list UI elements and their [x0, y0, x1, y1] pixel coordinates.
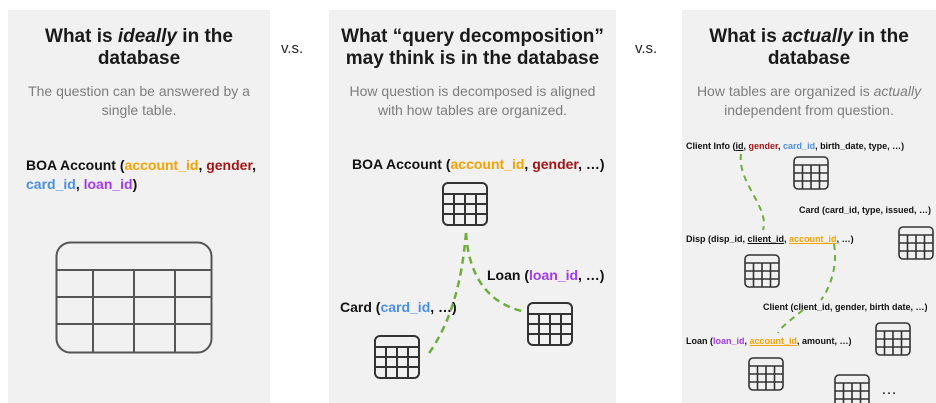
loan-label: Loan (loan_id, account_id, amount, …)	[686, 336, 852, 346]
column-card-id: card_id	[783, 141, 816, 151]
column-gender: gender	[532, 156, 579, 172]
loan-table-icon	[527, 302, 573, 346]
client-label: Client (client_id, gender, birth date, ……	[763, 302, 928, 312]
table-name: BOA Account	[26, 157, 116, 173]
table-name: Client Info (	[686, 141, 736, 151]
punct: (	[115, 157, 125, 173]
title-line: may think is in the database	[345, 48, 600, 69]
more-tables-ellipsis: …	[881, 381, 897, 398]
dashed-link	[739, 153, 836, 334]
column-card-id: card_id	[380, 299, 431, 315]
column-loan-id: loan_id	[713, 336, 745, 346]
punct: )	[132, 176, 138, 192]
client-table-icon	[875, 322, 911, 356]
panel-actual: What is actually in the database How tab…	[682, 10, 936, 403]
panel-actual-title: What is actually in the database	[682, 26, 936, 70]
column-client-id: client_id	[747, 234, 785, 244]
title-text: in the database	[767, 26, 909, 69]
punct: ,	[743, 141, 749, 151]
table-name: Loan (	[686, 336, 713, 346]
vs-label: v.s.	[281, 40, 304, 57]
panel-ideal: What is ideally in the database The ques…	[8, 10, 270, 403]
card-table-icon	[374, 335, 420, 379]
title-line: What “query decomposition”	[341, 26, 604, 47]
client-info-table-icon	[793, 156, 829, 190]
card-label: Card (card_id, …)	[340, 299, 457, 315]
boa-account-label: BOA Account (account_id, gender,card_id,…	[26, 156, 266, 194]
vs-label: v.s.	[635, 40, 658, 57]
client-info-label: Client Info (id, gender, card_id, birth_…	[686, 141, 904, 151]
column-card-id: card_id	[26, 176, 76, 192]
punct: ,	[524, 156, 533, 172]
punct: ,	[198, 157, 207, 173]
column-gender: gender	[748, 141, 779, 151]
title-text: in the database	[97, 26, 233, 69]
extra-table-icon	[834, 374, 870, 403]
punct: , …)	[430, 299, 457, 315]
subtitle-emphasis: actually	[873, 83, 922, 99]
punct: , amount, …)	[797, 336, 852, 346]
loan-table-icon	[748, 357, 784, 391]
disp-label: Disp (disp_id, client_id, account_id, …)	[686, 234, 854, 244]
disp-table-icon	[744, 254, 780, 288]
punct: , …)	[578, 156, 605, 172]
column-loan-id: loan_id	[83, 176, 133, 192]
column-id: id	[735, 141, 744, 151]
panel-query-decomposition: What “query decomposition” may think is …	[329, 10, 616, 403]
card-label: Card (card_id, type, issued, …)	[799, 205, 932, 215]
punct: ,	[778, 141, 784, 151]
punct: ,	[744, 336, 750, 346]
punct: ,	[75, 176, 84, 192]
punct: , …)	[578, 267, 605, 283]
punct: ,	[252, 157, 257, 173]
panel-ideal-title: What is ideally in the database	[8, 26, 270, 70]
punct: , …)	[836, 234, 854, 244]
table-name: Loan (	[487, 267, 529, 283]
panel-qd-subtitle: How question is decomposed is aligned wi…	[349, 83, 596, 118]
table-name: BOA Account (	[352, 156, 451, 172]
column-account-id: account_id	[124, 157, 199, 173]
subtitle-text: How tables are organized is	[696, 83, 874, 99]
title-text: What is	[709, 26, 783, 47]
loan-label: Loan (loan_id, …)	[487, 267, 604, 283]
panel-actual-subtitle: How tables are organized is actually ind…	[682, 82, 936, 120]
subtitle-text: independent from question.	[724, 102, 894, 118]
dashed-link	[425, 232, 527, 357]
boa-account-label: BOA Account (account_id, gender, …)	[352, 156, 605, 172]
column-account-id: account_id	[789, 234, 837, 244]
punct: , birth_date, type, …)	[815, 141, 905, 151]
table-name: Disp (disp_id,	[686, 234, 748, 244]
column-account-id: account_id	[450, 156, 525, 172]
column-gender: gender	[206, 157, 253, 173]
punct: ,	[784, 234, 790, 244]
panel-ideal-subtitle: The question can be answered by a single…	[28, 83, 250, 118]
title-emphasis: ideally	[117, 26, 178, 47]
large-table-icon	[55, 241, 213, 354]
boa-table-icon	[442, 182, 488, 226]
column-account-id: account_id	[749, 336, 798, 346]
card-table-icon	[898, 226, 934, 260]
title-text: What is	[45, 26, 118, 47]
panel-qd-title: What “query decomposition” may think is …	[329, 26, 616, 70]
title-emphasis: actually	[782, 26, 853, 47]
column-loan-id: loan_id	[529, 267, 579, 283]
table-name: Card (	[340, 299, 381, 315]
